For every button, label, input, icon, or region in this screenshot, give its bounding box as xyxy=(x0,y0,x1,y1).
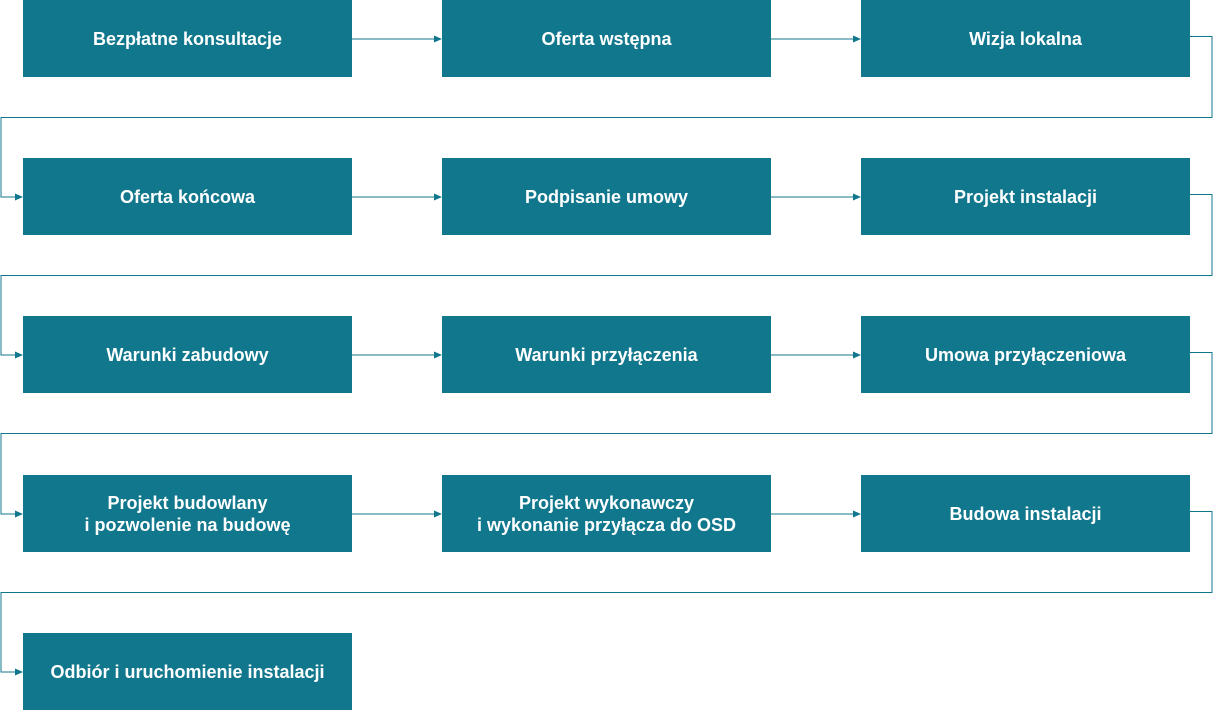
step-label: Odbiór i uruchomienie instalacji xyxy=(50,661,324,683)
step-label: Budowa instalacji xyxy=(949,503,1101,525)
step-label-line: i pozwolenie na budowę xyxy=(84,514,291,535)
step-warunki-zabudowy: Warunki zabudowy xyxy=(23,316,352,393)
step-label-line: Projekt instalacji xyxy=(953,186,1098,207)
step-budowa-instalacji: Budowa instalacji xyxy=(861,475,1190,552)
step-label-line: Oferta końcowa xyxy=(119,186,256,207)
step-label-line: Oferta wstępna xyxy=(541,28,672,49)
step-oferta-wstepna: Oferta wstępna xyxy=(442,0,771,77)
step-label-line: Podpisanie umowy xyxy=(524,186,689,207)
step-label: Projekt instalacji xyxy=(954,186,1097,208)
wrap-connector xyxy=(0,352,1213,518)
step-label-line: Projekt wykonawczy xyxy=(518,492,695,513)
step-podpisanie-umowy: Podpisanie umowy xyxy=(442,158,771,235)
step-label: Oferta wstępna xyxy=(541,28,671,50)
step-label: Warunki zabudowy xyxy=(106,344,268,366)
step-label-line: Projekt budowlany xyxy=(107,492,268,513)
step-label-line: Odbiór i uruchomienie instalacji xyxy=(50,661,325,682)
step-projekt-instalacji: Projekt instalacji xyxy=(861,158,1190,235)
step-label-line: i wykonanie przyłącza do OSD xyxy=(476,514,737,535)
wrap-connector xyxy=(0,511,1213,676)
step-odbior-i-uruchomienie: Odbiór i uruchomienie instalacji xyxy=(23,633,352,710)
step-label-line: Wizja lokalna xyxy=(969,28,1082,49)
step-label-line: Warunki przyłączenia xyxy=(515,344,698,365)
step-oferta-koncowa: Oferta końcowa xyxy=(23,158,352,235)
step-label: Warunki przyłączenia xyxy=(515,344,697,366)
step-umowa-przylaczeniowa: Umowa przyłączeniowa xyxy=(861,316,1190,393)
step-label: Wizja lokalna xyxy=(969,28,1082,50)
step-label: Umowa przyłączeniowa xyxy=(925,344,1126,366)
step-label-line: Warunki zabudowy xyxy=(106,344,269,365)
step-label: Bezpłatne konsultacje xyxy=(93,28,282,50)
step-label: Oferta końcowa xyxy=(120,186,255,208)
wrap-connector xyxy=(0,194,1213,359)
step-bezplatne-konsultacje: Bezpłatne konsultacje xyxy=(23,0,352,77)
step-wizja-lokalna: Wizja lokalna xyxy=(861,0,1190,77)
step-label: Podpisanie umowy xyxy=(525,186,688,208)
step-label-line: Bezpłatne konsultacje xyxy=(92,28,283,49)
wrap-connector xyxy=(0,36,1213,201)
step-label-line: Umowa przyłączeniowa xyxy=(924,344,1127,365)
step-warunki-przylaczenia: Warunki przyłączenia xyxy=(442,316,771,393)
step-label-line: Budowa instalacji xyxy=(949,503,1102,524)
